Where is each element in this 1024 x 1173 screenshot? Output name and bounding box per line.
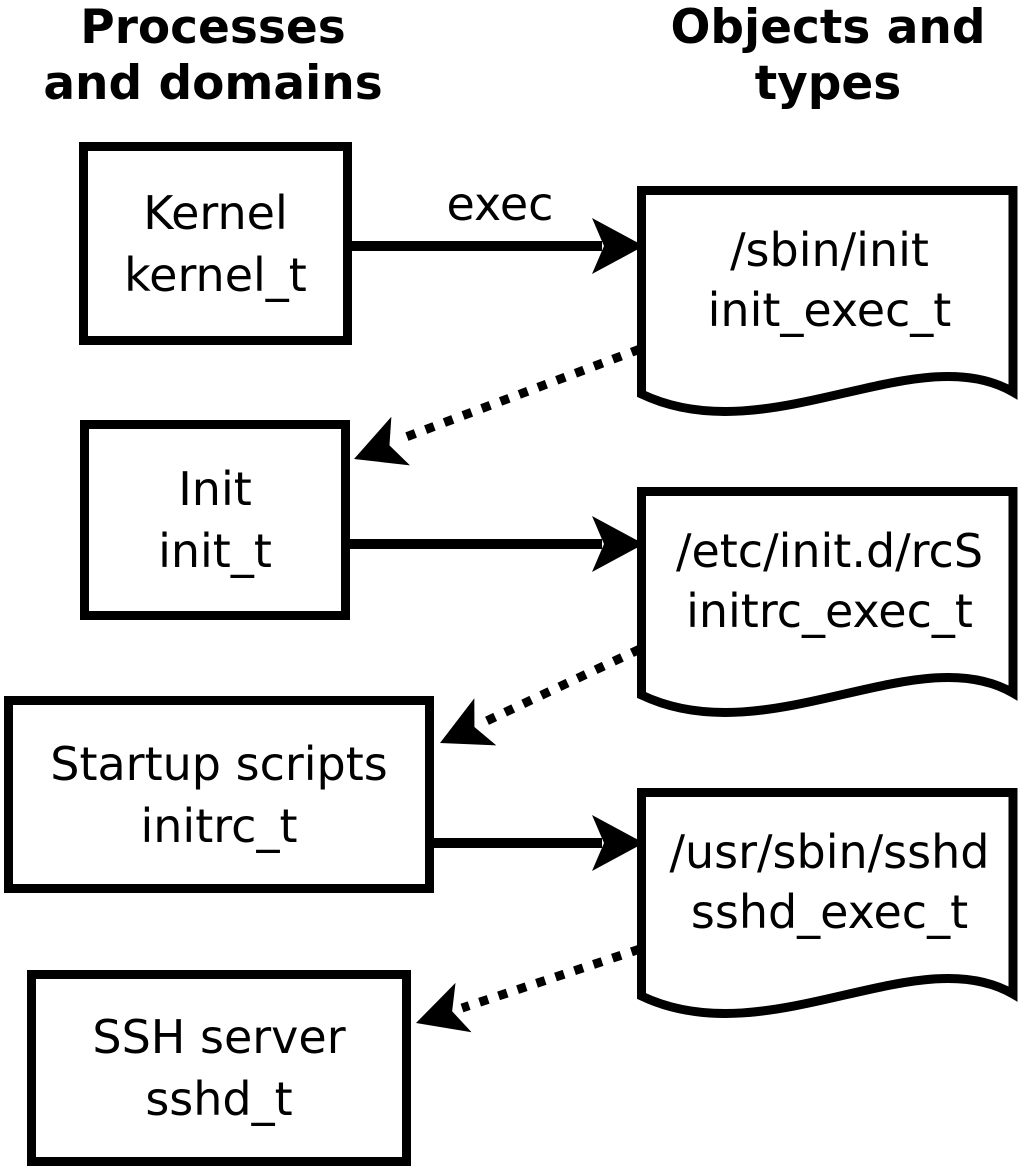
object-type: initrc_exec_t <box>686 584 973 638</box>
column-header-processes-line1: Processes <box>80 0 346 55</box>
process-name: Startup scripts <box>50 736 388 791</box>
object-path: /usr/sbin/sshd <box>669 825 990 879</box>
object-doc-text: /sbin/init init_exec_t <box>637 220 1022 340</box>
column-header-objects-line1: Objects and <box>670 0 986 55</box>
object-path: /sbin/init <box>730 223 929 277</box>
process-type: sshd_t <box>145 1072 293 1126</box>
object-doc-text: /etc/init.d/rcS initrc_exec_t <box>637 521 1022 641</box>
process-box-kernel: Kernel kernel_t <box>79 142 352 345</box>
arrowhead-icon <box>440 698 497 746</box>
process-name: Kernel <box>143 185 288 240</box>
process-box-startup-scripts: Startup scripts initrc_t <box>4 696 434 893</box>
object-type: init_exec_t <box>707 283 952 337</box>
object-doc-sbin-init: /sbin/init init_exec_t <box>637 186 1022 441</box>
arrowhead-icon <box>416 982 472 1033</box>
process-name: Init <box>178 462 252 516</box>
exec-arrow-init-to-rcs <box>350 516 644 572</box>
document-shape <box>637 788 1018 1018</box>
arrowhead-icon <box>354 416 410 466</box>
column-header-processes: Processes and domains <box>18 0 408 112</box>
object-type: sshd_exec_t <box>690 885 969 939</box>
object-doc-etc-initd-rcs: /etc/init.d/rcS initrc_exec_t <box>637 487 1022 742</box>
process-name: SSH server <box>92 1010 346 1064</box>
transition-arrow-initrcexec-to-initrc <box>440 644 642 746</box>
process-box-init: Init init_t <box>80 420 350 620</box>
exec-arrow-startup-to-sshd <box>430 815 644 871</box>
transition-arrow-initexec-to-init <box>354 344 642 466</box>
exec-arrow-label: exec <box>446 177 554 231</box>
process-box-ssh-server: SSH server sshd_t <box>27 970 411 1166</box>
column-header-objects: Objects and types <box>633 0 1023 112</box>
process-type: initrc_t <box>140 798 298 853</box>
object-path: /etc/init.d/rcS <box>675 524 984 578</box>
process-type: init_t <box>158 524 272 578</box>
column-header-processes-line2: and domains <box>43 56 383 111</box>
column-header-objects-line2: types <box>754 56 902 111</box>
object-doc-usr-sbin-sshd: /usr/sbin/sshd sshd_exec_t <box>637 788 1022 1043</box>
document-shape <box>637 186 1018 416</box>
document-shape <box>637 487 1018 717</box>
transition-arrow-sshdexec-to-sshd <box>416 944 642 1033</box>
object-doc-text: /usr/sbin/sshd sshd_exec_t <box>637 822 1022 942</box>
process-type: kernel_t <box>124 247 307 302</box>
